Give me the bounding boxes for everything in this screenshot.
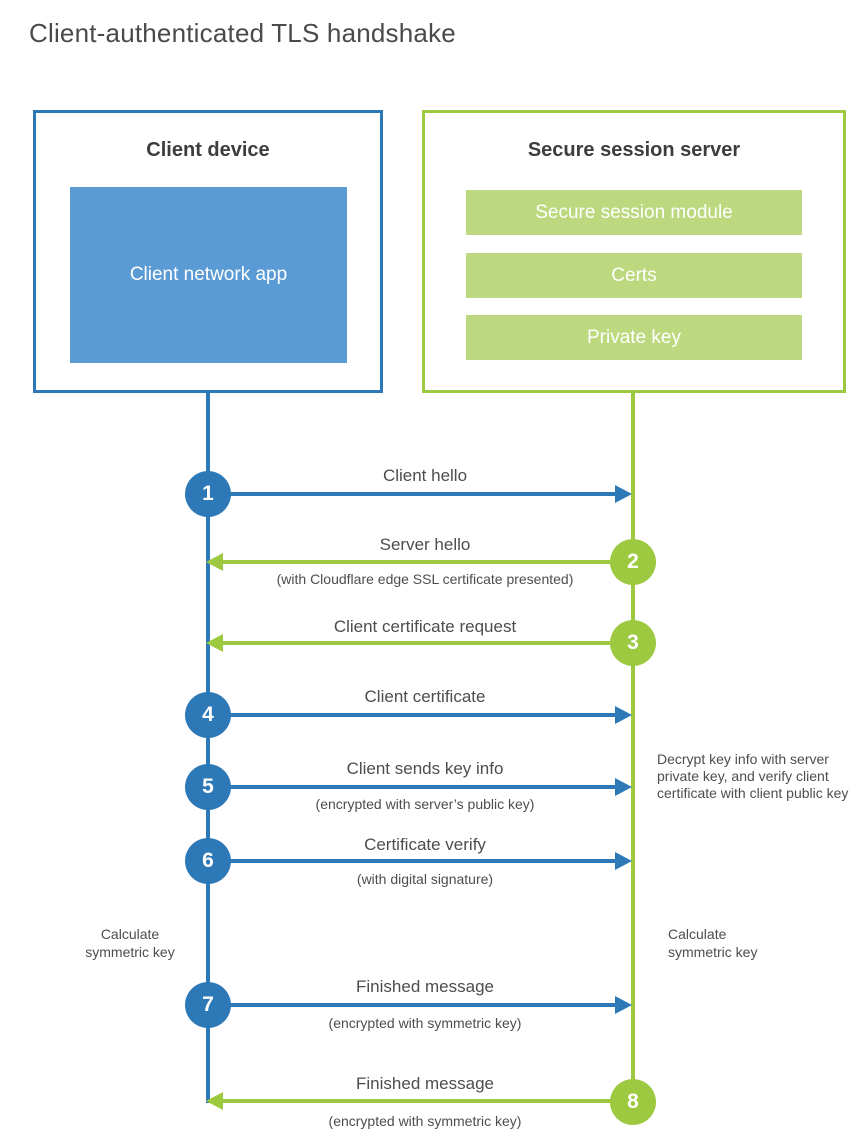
message-7-sublabel: (encrypted with symmetric key) [328, 1015, 522, 1031]
step-2-circle: 2 [610, 539, 656, 585]
message-8-sublabel: (encrypted with symmetric key) [328, 1113, 522, 1129]
message-5-label: Client sends key info [346, 759, 504, 778]
client-network-app-label: Client network app [129, 264, 288, 286]
step-7-circle: 7 [185, 982, 231, 1028]
server-calculate-symmetric-key-note: Calculate symmetric key [668, 926, 758, 960]
message-8-label: Finished message [356, 1074, 494, 1093]
step-3-circle: 3 [610, 620, 656, 666]
client-device-box: Client device Client network app [33, 110, 383, 393]
message-2-arrowhead-left-icon [206, 553, 223, 571]
message-6-sublabel: (with digital signature) [356, 871, 494, 887]
module-bar-private-key: Private key [466, 315, 802, 360]
message-3-arrow [222, 641, 611, 645]
message-8-arrow [222, 1099, 611, 1103]
message-3-arrowhead-left-icon [206, 634, 223, 652]
server-decrypt-note: Decrypt key info with server private key… [657, 751, 849, 801]
step-5-circle: 5 [185, 764, 231, 810]
message-1-arrowhead-right-icon [615, 485, 632, 503]
step-4-circle: 4 [185, 692, 231, 738]
step-1-circle: 1 [185, 471, 231, 517]
message-6-arrow [228, 859, 618, 863]
client-lifeline [206, 391, 210, 1103]
diagram-title: Client-authenticated TLS handshake [29, 18, 456, 48]
message-8-arrowhead-left-icon [206, 1092, 223, 1110]
message-6-label: Certificate verify [364, 835, 486, 854]
secure-session-server-title: Secure session server [527, 139, 741, 161]
message-5-arrowhead-right-icon [615, 778, 632, 796]
message-2-label: Server hello [379, 535, 471, 554]
module-bar-certs: Certs [466, 253, 802, 298]
message-2-arrow [222, 560, 611, 564]
message-7-label: Finished message [356, 977, 494, 996]
message-4-label: Client certificate [364, 687, 486, 706]
module-bar-secure-session-module: Secure session module [466, 190, 802, 235]
client-device-title: Client device [146, 139, 270, 161]
message-7-arrow [228, 1003, 618, 1007]
step-6-circle: 6 [185, 838, 231, 884]
message-6-arrowhead-right-icon [615, 852, 632, 870]
client-calculate-symmetric-key-note: Calculate symmetric key [85, 926, 175, 960]
secure-session-server-box: Secure session server Secure session mod… [422, 110, 846, 393]
message-4-arrow [228, 713, 618, 717]
message-5-arrow [228, 785, 618, 789]
message-3-label: Client certificate request [333, 617, 517, 636]
message-4-arrowhead-right-icon [615, 706, 632, 724]
message-1-arrow [228, 492, 618, 496]
message-5-sublabel: (encrypted with server’s public key) [315, 796, 535, 812]
message-2-sublabel: (with Cloudflare edge SSL certificate pr… [276, 571, 574, 587]
message-1-label: Client hello [382, 466, 468, 485]
server-lifeline [631, 391, 635, 1104]
client-network-app-box: Client network app [70, 187, 347, 363]
step-8-circle: 8 [610, 1079, 656, 1125]
message-7-arrowhead-right-icon [615, 996, 632, 1014]
